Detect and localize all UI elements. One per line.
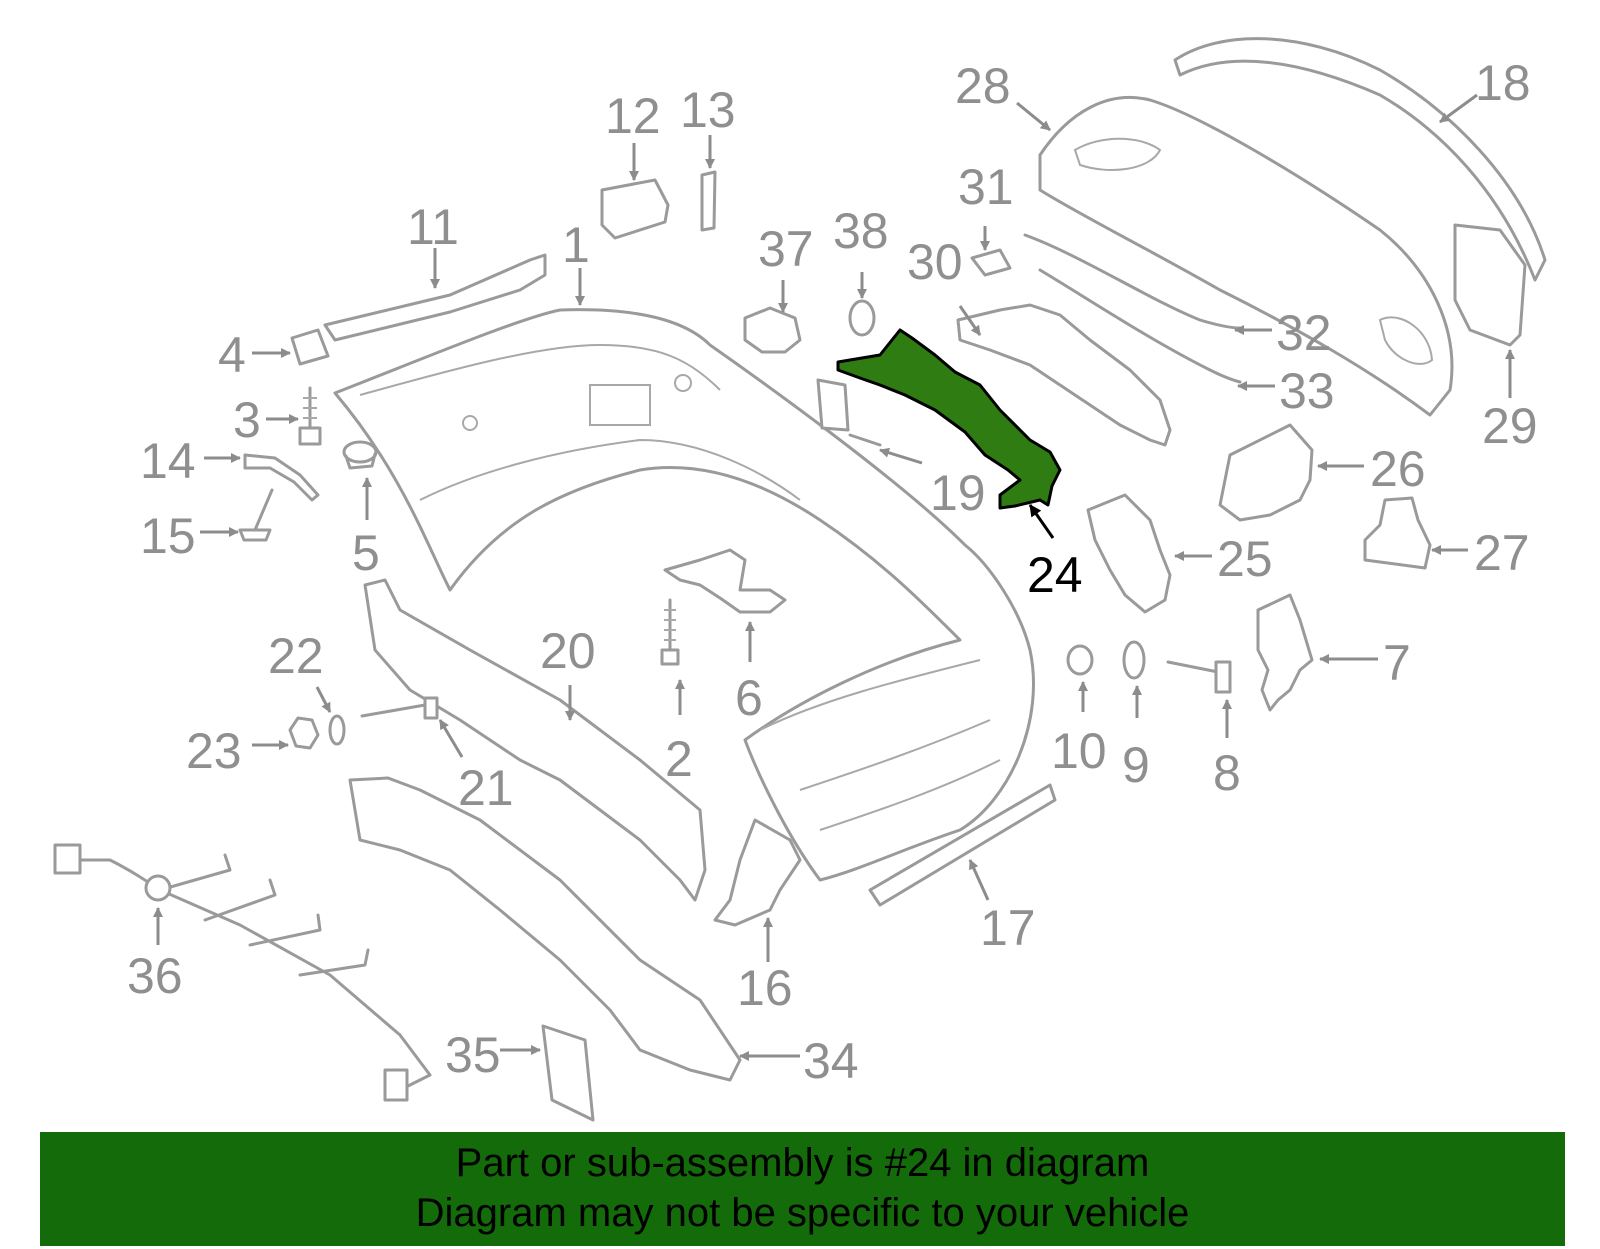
part-5-grommet [342,440,378,470]
banner-line-disclaimer: Diagram may not be specific to your vehi… [415,1191,1190,1235]
part-34-reinforcement [348,776,742,1082]
part-30-bracket [956,303,1172,447]
part-33-cable [1038,268,1242,384]
part-3-bolt [298,386,322,446]
part-32-cable [1023,233,1242,330]
part-27-sensor [1363,496,1432,570]
callout-11: 11 [407,199,459,255]
part-4-clip [290,328,330,366]
callout-32: 32 [1276,305,1332,361]
part-25-bracket [1086,493,1172,614]
part-22-washer [328,714,346,746]
part-17-strip [868,783,1057,907]
callout-24: 24 [1027,547,1083,603]
part-info-banner: Part or sub-assembly is #24 in diagram D… [40,1132,1565,1246]
callout-31: 31 [958,159,1014,215]
callout-5: 5 [352,525,380,581]
part-21-rod [360,696,439,720]
callout-1: 1 [562,217,590,273]
leader-lines [153,93,1515,1061]
callout-14: 14 [140,433,196,489]
callout-35: 35 [445,1027,501,1083]
callout-30: 30 [907,234,963,290]
part-35-plate [541,1024,595,1122]
callout-6: 6 [735,670,763,726]
callout-13: 13 [680,82,736,138]
banner-line-part-number: Part or sub-assembly is #24 in diagram [455,1141,1150,1185]
callout-21: 21 [458,760,514,816]
callout-25: 25 [1217,531,1273,587]
part-9-washer [1122,640,1146,680]
part-31-clip [970,248,1012,277]
part-8-stud [1166,660,1232,694]
callout-33: 33 [1279,363,1335,419]
parts-diagram: 1 2 3 4 5 6 7 8 9 10 11 12 13 14 15 16 1… [53,37,1547,1122]
part-20-support [363,578,707,902]
callout-28: 28 [955,58,1011,114]
callout-7: 7 [1383,635,1411,691]
part-7-bracket [1256,593,1314,712]
part-2-bolt [660,598,680,666]
callout-27: 27 [1474,525,1530,581]
callout-36: 36 [127,948,183,1004]
callout-22: 22 [268,628,324,684]
part-6-bracket [663,548,787,614]
part-28-diffuser [1038,95,1454,417]
part-38-ring [848,299,876,337]
callout-38: 38 [833,203,889,259]
part-19-bracket [816,378,882,447]
callout-20: 20 [540,623,596,679]
part-14-bracket [243,453,320,502]
part-29-trim-ring [1453,223,1527,347]
callout-26: 26 [1370,441,1426,497]
part-36-harness [53,843,432,1102]
callout-12: 12 [605,88,661,144]
callout-8: 8 [1213,745,1241,801]
callout-29: 29 [1482,398,1538,454]
callout-labels: 1 2 3 4 5 6 7 8 9 10 11 12 13 14 15 16 1… [127,55,1538,1089]
callout-16: 16 [737,960,793,1016]
callout-19: 19 [930,465,986,521]
callout-37: 37 [758,221,814,277]
part-15-screw [238,488,274,542]
callout-2: 2 [665,731,693,787]
callout-9: 9 [1122,737,1150,793]
part-26-housing [1218,423,1314,522]
callout-18: 18 [1475,55,1531,111]
part-1-bumper-cover [333,308,1035,882]
part-12-cover [600,178,670,240]
callout-10: 10 [1051,723,1107,779]
callout-17: 17 [980,900,1036,956]
part-13-bracket [700,170,717,232]
callout-15: 15 [140,508,196,564]
part-10-nut [1066,644,1094,676]
part-24-bracket-highlight [836,328,1062,510]
part-37-sensor [743,306,802,354]
part-11-strip [323,253,547,342]
callout-3: 3 [233,392,261,448]
part-23-nut [288,716,320,750]
callout-23: 23 [186,723,242,779]
part-18-trim [1173,37,1547,282]
callout-4: 4 [218,327,246,383]
part-16-cover [713,818,802,927]
callout-34: 34 [803,1033,859,1089]
